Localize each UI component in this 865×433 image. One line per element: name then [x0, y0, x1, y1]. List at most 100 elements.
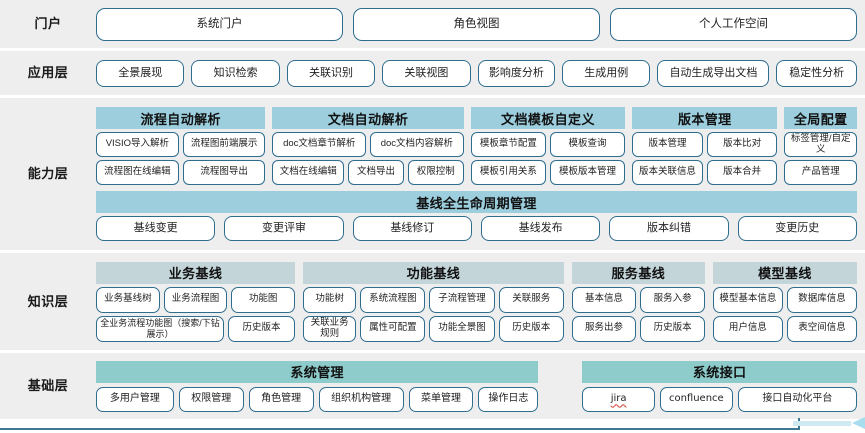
cap-item-version-compare[interactable]: 版本比对	[706, 132, 778, 157]
kn-item-full-business-process-function-diagram[interactable]: 全业务流程功能图（搜索/下钻展示）	[96, 315, 224, 342]
group-row: 全业务流程功能图（搜索/下钻展示） 历史版本	[96, 315, 295, 342]
lifecycle-item-change-review[interactable]: 变更评审	[224, 216, 344, 241]
portal-item-personal-workspace[interactable]: 个人工作空间	[610, 7, 857, 41]
base-item-operation-log[interactable]: 操作日志	[478, 386, 539, 412]
cap-item-template-query[interactable]: 模板查询	[549, 132, 626, 157]
cap-item-template-chapter-config[interactable]: 模板章节配置	[470, 132, 546, 157]
app-item-impact-analysis[interactable]: 影响度分析	[477, 59, 556, 87]
kn-item-user-info[interactable]: 用户信息	[712, 315, 783, 342]
cap-item-template-version-mgmt[interactable]: 模板版本管理	[549, 160, 626, 185]
layer-band-portal: 门户 系统门户 角色视图 个人工作空间	[0, 0, 865, 48]
layer-band-capability: 能力层 流程自动解析 VISIO导入解析 流程图前端展示 流程图在线编辑 流程图…	[0, 98, 865, 250]
kn-item-function-tree[interactable]: 功能树	[303, 286, 357, 313]
layer-label-foundation: 基础层	[27, 378, 69, 394]
cap-item-permission-control[interactable]: 权限控制	[407, 160, 464, 185]
group-row: 模板章节配置 模板查询	[470, 132, 626, 157]
cap-item-flowchart-export[interactable]: 流程图导出	[182, 160, 266, 185]
cap-item-template-reference[interactable]: 模板引用关系	[470, 160, 546, 185]
cap-item-doc-online-edit[interactable]: 文档在线编辑	[272, 160, 345, 185]
base-item-confluence[interactable]: confluence	[659, 386, 733, 412]
lifecycle-item-baseline-release[interactable]: 基线发布	[480, 216, 601, 241]
portal-item-system-portal[interactable]: 系统门户	[96, 7, 343, 41]
kn-item-function-diagram[interactable]: 功能图	[231, 286, 296, 313]
lifecycle-item-baseline-revision[interactable]: 基线修订	[352, 216, 472, 241]
lifecycle-item-version-correction[interactable]: 版本纠错	[609, 216, 729, 241]
kn-item-service-output-param[interactable]: 服务出参	[571, 315, 637, 342]
cap-item-doc-content-parse[interactable]: doc文档内容解析	[370, 132, 464, 157]
kn-item-system-flowchart[interactable]: 系统流程图	[360, 286, 426, 313]
layer-band-application: 应用层 全景展现 知识检索 关联识别 关联视图 影响度分析 生成用例 自动生成导…	[0, 51, 865, 95]
group-header-system-interface: 系统接口	[582, 360, 857, 383]
capability-group-version-mgmt: 版本管理 版本管理 版本比对 版本关联信息 版本合并	[632, 107, 778, 185]
group-row: 功能树 系统流程图 子流程管理 关联服务	[303, 286, 564, 313]
group-row: 文档在线编辑 文档导出 权限控制	[272, 160, 464, 185]
app-item-generate-usecase[interactable]: 生成用例	[562, 59, 651, 87]
kn-item-attribute-configurable[interactable]: 属性可配置	[360, 315, 426, 342]
app-item-knowledge-search[interactable]: 知识检索	[191, 59, 280, 87]
kn-item-function-panorama[interactable]: 功能全景图	[429, 315, 495, 342]
decorative-baseline-rule	[0, 428, 800, 430]
portal-item-row: 系统门户 角色视图 个人工作空间	[96, 7, 857, 41]
cap-item-tag-management-custom[interactable]: 标签管理/自定义	[784, 132, 857, 157]
cap-item-flowchart-online-edit[interactable]: 流程图在线编辑	[96, 160, 179, 185]
group-row: 基本信息 服务入参	[571, 286, 705, 313]
group-header-business-baseline: 业务基线	[96, 261, 295, 284]
cap-item-product-management[interactable]: 产品管理	[784, 160, 857, 185]
kn-item-history-version-service[interactable]: 历史版本	[640, 315, 705, 342]
kn-item-business-baseline-tree[interactable]: 业务基线树	[96, 286, 160, 313]
group-row: 模板引用关系 模板版本管理	[470, 160, 626, 185]
baseline-lifecycle-header: 基线全生命周期管理	[96, 191, 857, 213]
decorative-tick	[798, 418, 800, 430]
base-item-menu-management[interactable]: 菜单管理	[408, 386, 474, 412]
lifecycle-item-change-history[interactable]: 变更历史	[737, 216, 857, 241]
lifecycle-item-baseline-change[interactable]: 基线变更	[96, 216, 216, 241]
group-row: 产品管理	[784, 160, 857, 185]
kn-item-database-info[interactable]: 数据库信息	[786, 286, 858, 313]
cap-item-flowchart-frontend-display[interactable]: 流程图前端展示	[182, 132, 266, 157]
kn-item-history-version-business[interactable]: 历史版本	[228, 315, 295, 342]
app-item-relation-recognition[interactable]: 关联识别	[286, 59, 376, 87]
kn-item-tablespace-info[interactable]: 表空间信息	[786, 315, 858, 342]
layer-label-application: 应用层	[27, 65, 69, 81]
jira-label: jira	[610, 393, 627, 405]
cap-item-version-management[interactable]: 版本管理	[632, 132, 703, 157]
app-item-relation-view[interactable]: 关联视图	[382, 59, 471, 87]
portal-item-role-view[interactable]: 角色视图	[353, 7, 600, 41]
knowledge-group-business-baseline: 业务基线 业务基线树 业务流程图 功能图 全业务流程功能图（搜索/下钻展示） 历…	[96, 261, 296, 342]
cap-item-doc-chapter-parse[interactable]: doc文档章节解析	[272, 132, 367, 157]
kn-item-subprocess-management[interactable]: 子流程管理	[429, 286, 495, 313]
layer-label-knowledge: 知识层	[27, 293, 69, 309]
knowledge-group-service-baseline: 服务基线 基本信息 服务入参 服务出参 历史版本	[571, 261, 705, 342]
app-item-panorama[interactable]: 全景展现	[96, 59, 185, 87]
base-item-role-management[interactable]: 角色管理	[248, 386, 314, 412]
kn-item-service-input-param[interactable]: 服务入参	[640, 286, 705, 313]
cap-item-version-relation-info[interactable]: 版本关联信息	[632, 160, 703, 185]
group-header-function-baseline: 功能基线	[303, 261, 564, 284]
base-item-permission-management[interactable]: 权限管理	[178, 386, 244, 412]
base-item-multi-user-management[interactable]: 多用户管理	[96, 386, 174, 412]
group-row: 版本管理 版本比对	[632, 132, 778, 157]
kn-item-basic-info[interactable]: 基本信息	[571, 286, 637, 313]
base-item-org-structure-management[interactable]: 组织机构管理	[318, 386, 404, 412]
kn-item-history-version-function[interactable]: 历史版本	[498, 315, 564, 342]
cap-item-version-merge[interactable]: 版本合并	[706, 160, 778, 185]
baseline-lifecycle-row: 基线变更 变更评审 基线修订 基线发布 版本纠错 变更历史	[96, 216, 857, 241]
kn-item-business-flowchart[interactable]: 业务流程图	[163, 286, 228, 313]
kn-item-model-basic-info[interactable]: 模型基本信息	[712, 286, 783, 313]
app-item-stability-analysis[interactable]: 稳定性分析	[776, 59, 857, 87]
group-header-doc-template: 文档模板自定义	[470, 107, 626, 129]
app-item-auto-generate-export-doc[interactable]: 自动生成导出文档	[657, 59, 770, 87]
application-item-row: 全景展现 知识检索 关联识别 关联视图 影响度分析 生成用例 自动生成导出文档 …	[96, 59, 857, 87]
cap-item-doc-export[interactable]: 文档导出	[348, 160, 404, 185]
foundation-group-system-management: 系统管理 多用户管理 权限管理 角色管理 组织机构管理 菜单管理 操作日志	[96, 360, 539, 412]
kn-item-related-business-rule[interactable]: 关联业务规则	[303, 315, 357, 342]
cap-item-visio-import-parse[interactable]: VISIO导入解析	[96, 132, 179, 157]
base-item-interface-automation-platform[interactable]: 接口自动化平台	[737, 386, 857, 412]
group-header-doc-parsing: 文档自动解析	[272, 107, 464, 129]
kn-item-related-service[interactable]: 关联服务	[498, 286, 564, 313]
group-header-version-mgmt: 版本管理	[632, 107, 778, 129]
group-row: jira confluence 接口自动化平台	[582, 386, 857, 412]
base-item-jira[interactable]: jira	[582, 386, 655, 412]
capability-group-container: 流程自动解析 VISIO导入解析 流程图前端展示 流程图在线编辑 流程图导出 文…	[96, 107, 857, 185]
